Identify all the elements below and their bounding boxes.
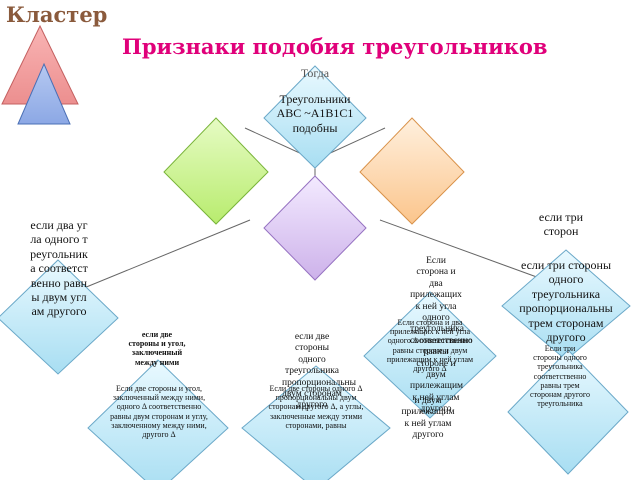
blue-triangle-shape [17, 62, 71, 125]
mid-left-text: если две стороны и угол, заключенный меж… [128, 330, 186, 367]
center-text: если две стороны одного треугольника про… [282, 332, 357, 411]
top-result-diamond [263, 65, 367, 169]
left-column-text: если два угла одного треугольника соотве… [30, 218, 88, 319]
violet-diamond [263, 175, 367, 281]
right-column-text: если три сторон [538, 210, 584, 239]
lower-center-box-text: Если две стороны одного Δ пропорциональн… [268, 384, 364, 430]
center-right-blue-diamond [363, 291, 497, 419]
center-right-box-text: Если сторона и два прилежащих к ней угла… [386, 318, 474, 373]
right-fragment-text: и двум прилежащим к ней углам другого [401, 396, 455, 441]
lower-right-box-text: Если три стороны одного треугольника соо… [530, 344, 590, 409]
cluster-title: Кластер [6, 2, 108, 27]
lower-left-box-text: Если две стороны и угол, заключенный меж… [110, 384, 208, 439]
top-box-text: Треугольники ABC ~A1B1C1 подобны [276, 92, 354, 135]
lower-center-blue-diamond [241, 365, 391, 480]
lower-left-blue-diamond [87, 359, 229, 480]
green-diamond [163, 117, 269, 225]
right-box-text: если три стороны одного треугольника про… [519, 258, 613, 344]
lower-right-blue-diamond [507, 349, 629, 475]
mid-right-text: Если сторона и два прилежащих к ней угла… [410, 256, 473, 415]
left-blue-diamond [0, 259, 119, 375]
orange-diamond [359, 117, 465, 225]
page-title: Признаки подобия треугольников [122, 34, 548, 59]
top-box-label: Тогда [300, 66, 330, 80]
